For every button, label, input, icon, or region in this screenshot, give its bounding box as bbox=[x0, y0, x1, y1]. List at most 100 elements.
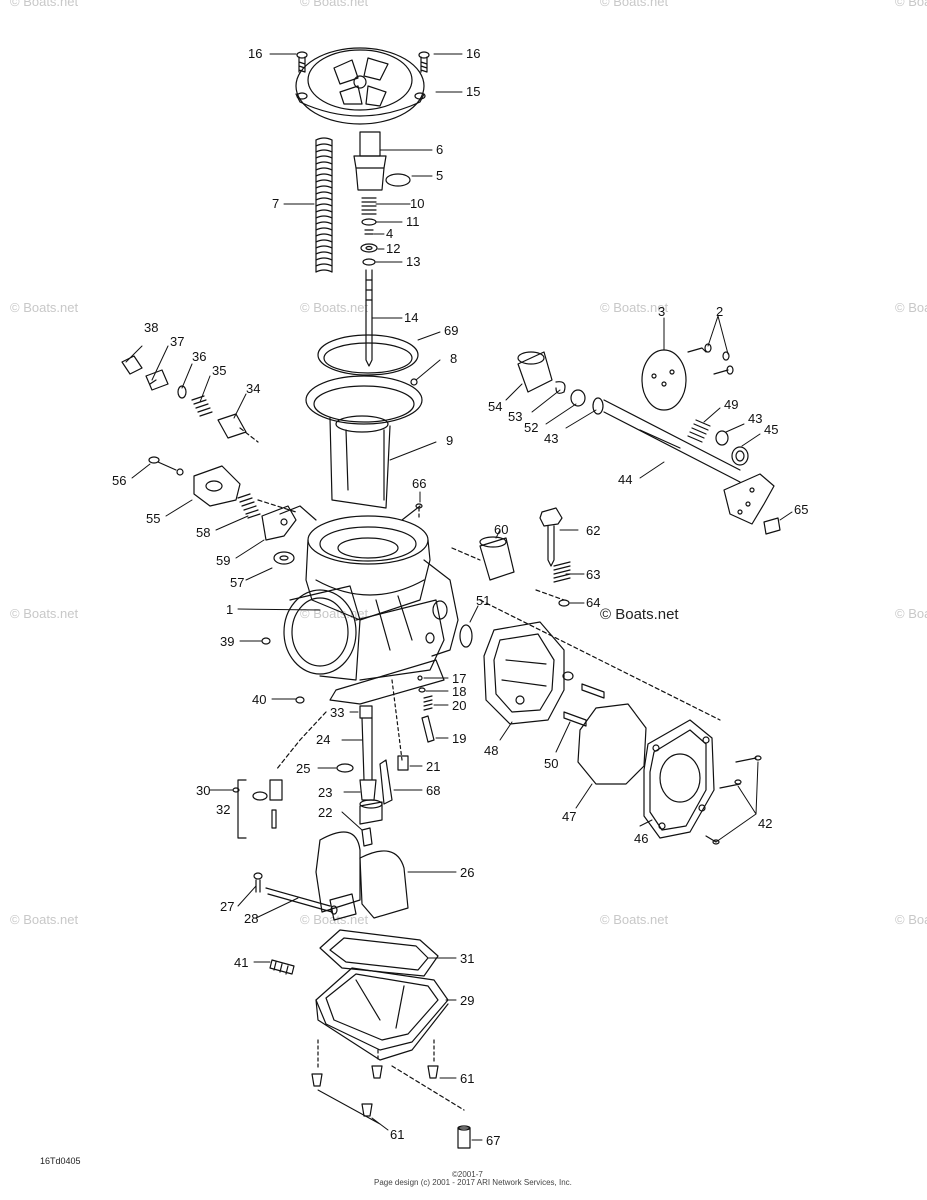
part-label: 26 bbox=[460, 865, 475, 880]
jet-group bbox=[275, 675, 435, 847]
watermark: © Boats.net bbox=[895, 606, 927, 621]
spring-7 bbox=[315, 137, 333, 273]
part-label: 37 bbox=[170, 334, 185, 349]
screw-16-left bbox=[296, 51, 308, 73]
part-label: 4 bbox=[386, 226, 394, 241]
pump-body-48 bbox=[479, 599, 721, 725]
footer-copyright: ©2001-7 bbox=[452, 1170, 483, 1179]
part-label: 49 bbox=[724, 397, 739, 412]
part-label: 32 bbox=[216, 802, 231, 817]
part-label: 2 bbox=[716, 304, 724, 319]
sleeve-60 bbox=[451, 536, 515, 581]
leader-lines bbox=[125, 53, 793, 1141]
footer-copyright: Page design (c) 2001 - 2017 ARI Network … bbox=[374, 1178, 572, 1187]
part-label: 23 bbox=[318, 785, 333, 800]
part-label: 43 bbox=[544, 431, 559, 446]
part-label: 46 bbox=[634, 831, 649, 846]
screw-39 bbox=[261, 637, 271, 645]
part-label: 8 bbox=[450, 351, 458, 366]
watermark: © Boats.net bbox=[10, 912, 79, 927]
part-label: 60 bbox=[494, 522, 509, 537]
carb-body bbox=[279, 505, 459, 705]
part-label: 16 bbox=[248, 46, 263, 61]
adjust-screw-62 bbox=[535, 507, 571, 607]
choke-group bbox=[148, 456, 297, 565]
part-label: 42 bbox=[758, 816, 773, 831]
part-label: 30 bbox=[196, 783, 211, 798]
part-label: 67 bbox=[486, 1133, 501, 1148]
drain-plug-67 bbox=[391, 1065, 471, 1149]
watermark: © Boats.net bbox=[600, 912, 669, 927]
part-label: 69 bbox=[444, 323, 459, 338]
o-ring-51 bbox=[459, 624, 473, 648]
part-label: 28 bbox=[244, 911, 259, 926]
part-label: 65 bbox=[794, 502, 809, 517]
part-label: 16 bbox=[466, 46, 481, 61]
part-label: 21 bbox=[426, 759, 441, 774]
part-label: 43 bbox=[748, 411, 763, 426]
part-label: 24 bbox=[316, 732, 331, 747]
part-label: 34 bbox=[246, 381, 261, 396]
watermark-main: © Boats.net bbox=[600, 606, 679, 623]
part-label: 1 bbox=[226, 602, 234, 617]
part-label: 57 bbox=[230, 575, 245, 590]
part-label: 15 bbox=[466, 84, 481, 99]
part-label: 27 bbox=[220, 899, 235, 914]
part-label: 9 bbox=[446, 433, 454, 448]
needle-stack bbox=[353, 131, 411, 367]
part-label: 62 bbox=[586, 523, 601, 538]
part-label: 18 bbox=[452, 684, 467, 699]
part-label: 58 bbox=[196, 525, 211, 540]
float-bowl bbox=[269, 929, 449, 1061]
watermark: © Boats.net bbox=[600, 0, 669, 9]
part-label: 48 bbox=[484, 743, 499, 758]
top-cover bbox=[295, 47, 426, 125]
part-label: 55 bbox=[146, 511, 161, 526]
part-label: 36 bbox=[192, 349, 207, 364]
part-label: 47 bbox=[562, 809, 577, 824]
part-label: 39 bbox=[220, 634, 235, 649]
part-label: 68 bbox=[426, 783, 441, 798]
part-label: 7 bbox=[272, 196, 280, 211]
part-label: 38 bbox=[144, 320, 159, 335]
part-label: 64 bbox=[586, 595, 601, 610]
part-label: 5 bbox=[436, 168, 444, 183]
watermark: © Boats.net bbox=[895, 300, 927, 315]
watermark: © Boats.net bbox=[895, 0, 927, 9]
part-label: 6 bbox=[436, 142, 444, 157]
needle-valve-group bbox=[232, 779, 283, 839]
part-label: 12 bbox=[386, 241, 401, 256]
part-label: 3 bbox=[658, 304, 666, 319]
part-label: 41 bbox=[234, 955, 249, 970]
part-label: 66 bbox=[412, 476, 427, 491]
part-label: 61 bbox=[390, 1127, 405, 1142]
part-label: 63 bbox=[586, 567, 601, 582]
part-label: 25 bbox=[296, 761, 311, 776]
part-label: 50 bbox=[544, 756, 559, 771]
part-label: 14 bbox=[404, 310, 419, 325]
part-label: 51 bbox=[476, 593, 491, 608]
watermark: © Boats.net bbox=[600, 300, 669, 315]
part-label: 29 bbox=[460, 993, 475, 1008]
part-label: 35 bbox=[212, 363, 227, 378]
part-label: 33 bbox=[330, 705, 345, 720]
watermark: © Boats.net bbox=[895, 912, 927, 927]
screw-40 bbox=[295, 696, 305, 704]
part-label: 40 bbox=[252, 692, 267, 707]
part-label: 20 bbox=[452, 698, 467, 713]
float-assembly bbox=[253, 831, 409, 921]
watermark: © Boats.net bbox=[10, 606, 79, 621]
part-label: 19 bbox=[452, 731, 467, 746]
part-label: 13 bbox=[406, 254, 421, 269]
part-label: 53 bbox=[508, 409, 523, 424]
part-label: 17 bbox=[452, 671, 467, 686]
diagram-code: 16Td0405 bbox=[40, 1156, 81, 1166]
throttle-shaft-group bbox=[517, 343, 781, 535]
part-label: 54 bbox=[488, 399, 503, 414]
part-label: 22 bbox=[318, 805, 333, 820]
diaphragm bbox=[305, 334, 423, 509]
part-label: 59 bbox=[216, 553, 231, 568]
part-label: 10 bbox=[410, 196, 425, 211]
